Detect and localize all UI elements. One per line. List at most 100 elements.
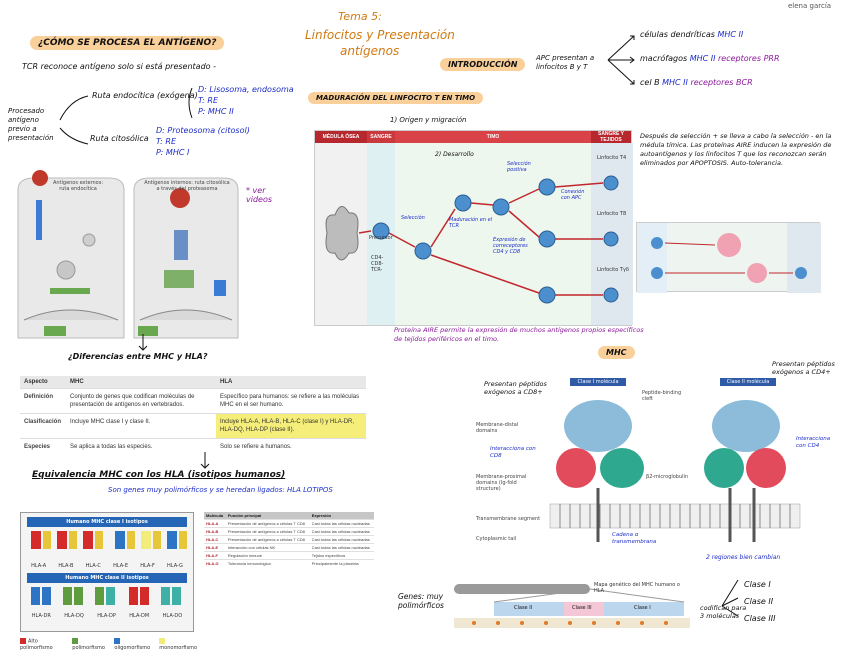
diagram-label: Linfocito T8 [597, 211, 627, 217]
mhc-note: Interacciona con CD4 [796, 436, 831, 449]
diagram-label: Linfocito T4 [597, 155, 627, 161]
class2-molecules [31, 587, 181, 605]
route-endocitica-details: D: Lisosoma, endosoma T: RE P: MHC II [198, 85, 294, 116]
apc-arrows [607, 35, 635, 85]
table-cell: Incluye HLA-A, HLA-B, HLA-C (clase I) y … [216, 413, 366, 439]
class2-header: Humano MHC clase II isotipos [27, 573, 187, 583]
mhc-note: Cadena α transmembrana [612, 532, 657, 545]
table-cell: Específico para humanos: se refiere a la… [216, 388, 366, 414]
aire-note: Proteína AIRE permite la expresión de mu… [394, 326, 644, 343]
mhc-label: Cytoplasmic tail [476, 536, 517, 542]
table-cell: Especies [20, 438, 66, 455]
apc-text: APC presentan a linfocitos B y T [536, 54, 595, 71]
antigen-processing-figure: Antígenos externos: ruta endocítica Antí… [14, 170, 242, 342]
allele-label: HLA-DR [31, 613, 51, 619]
video-note: * ver videos [246, 186, 273, 204]
allele-label: HLA-DM [129, 613, 150, 619]
gene-class-label: Clase II [514, 605, 533, 611]
mhc-class-list: Clase I Clase II Clase III [744, 576, 775, 627]
allele-label: HLA-G [167, 563, 183, 569]
polymorphism-legend: Alto polimorfismo polimorfismo oligomorf… [20, 638, 200, 651]
route-citosolica: Ruta citosólica [90, 134, 149, 143]
genes-label: Genes: muy polimórficos [398, 592, 444, 610]
allele-label: HLA-F [140, 563, 155, 569]
legend-item: polimorfismo [72, 638, 108, 651]
diagram-label: Linfocito Tγδ [597, 267, 629, 273]
diagram-label: CD4- CD8- TCR- [371, 255, 384, 273]
table-cell: Solo se refiere a humanos. [216, 438, 366, 455]
apc-item: cel B MHC II receptores BCR [640, 78, 753, 87]
mhc-label: Membrane-proximal domains (Ig-fold struc… [476, 474, 527, 492]
diagram-annotation: Expresión de correceptores CD4 y CD8 [493, 237, 528, 255]
class1-allele-labels: HLA-A HLA-B HLA-C HLA-E HLA-F HLA-G [21, 563, 193, 569]
differences-heading: ¿Diferencias entre MHC y HLA? [68, 352, 208, 361]
tcr-note: TCR reconoce antígeno solo si está prese… [22, 62, 216, 71]
table-header-cell: MHC [66, 376, 216, 389]
class-arrows [721, 579, 739, 617]
diagram-annotation: Conexión con APC [561, 189, 585, 201]
gene-class-label: Clase I [634, 605, 651, 611]
route-citosolica-details: D: Proteosoma (citosol) T: RE P: MHC I [156, 126, 250, 157]
page-subtitle: antígenos [340, 44, 400, 58]
cytosolic-cell-title: Antígenos internos: ruta citosólica a tr… [144, 180, 230, 192]
allele-label: HLA-DQ [64, 613, 84, 619]
allele-label: HLA-C [85, 563, 101, 569]
equivalence-note: Son genes muy polimórficos y se heredan … [108, 486, 333, 494]
thymus-maturation-diagram: MÉDULA ÓSEA SANGRE TIMO SANGRE Y TEJIDOS [314, 130, 633, 326]
apc-item: células dendríticas MHC II [640, 30, 744, 39]
antigen-processing-heading: ¿CÓMO SE PROCESA EL ANTÍGENO? [30, 36, 225, 50]
mhc-label: β2-microglobulin [646, 474, 689, 480]
allele-label: HLA-B [58, 563, 74, 569]
legend-item: monomorfismo [159, 638, 200, 651]
gene-class-label: Clase III [572, 605, 592, 611]
negative-selection-figure [636, 222, 821, 293]
mhc-class-item: Clase III [744, 614, 776, 623]
allele-label: HLA-A [31, 563, 47, 569]
maturation-heading: MADURACIÓN DEL LINFOCITO T EN TIMO [308, 92, 484, 104]
table-header-cell: HLA [216, 376, 366, 389]
class2-allele-labels: HLA-DR HLA-DQ HLA-DP HLA-DM HLA-DO [21, 613, 193, 619]
mhc-label: Membrane-distal domains [476, 422, 519, 434]
diagram-label: Precursor [369, 235, 393, 241]
hla-function-table: Molécula Función principal Expresión HLA… [204, 512, 374, 567]
table-cell: Incluye MHC clase I y clase II. [66, 413, 216, 439]
column-header: MÉDULA ÓSEA [315, 131, 367, 143]
page-title: Linfocitos y Presentación [305, 28, 455, 42]
mhc-label: Transmembrane segment [476, 516, 541, 522]
table-cell: Clasificación [20, 413, 66, 439]
diagram-annotation: Selección positiva [507, 161, 531, 173]
mhc-heading: MHC [598, 346, 635, 359]
column-header: SANGRE [367, 131, 395, 143]
class2-peptide-note: Presentan péptidos exógenos a CD4+ [772, 360, 835, 376]
mhc-note: Interacciona con CD8 [490, 446, 536, 459]
class2-label: Clase II molécula [726, 379, 770, 385]
mhc-class-item: Clase I [744, 580, 771, 589]
author-name: elena garcía [788, 2, 832, 10]
table-header-cell: Expresión [309, 512, 374, 520]
mhc-note: 2 regiones bien cambian [706, 554, 781, 561]
table-header-cell: Función principal [225, 512, 310, 520]
table-cell: Conjunto de genes que codifican molécula… [66, 388, 216, 414]
class1-molecules [31, 531, 187, 549]
class1-label: Clase I molécula [577, 379, 619, 385]
diagram-annotation: Selección [401, 215, 425, 221]
table-header-row: Aspecto MHC HLA [20, 376, 366, 389]
table-cell: Se aplica a todas las especies. [66, 438, 216, 455]
table-cell: Definición [20, 388, 66, 414]
step-2: 2) Desarrollo [435, 151, 474, 158]
endocytic-cell-title: Antígenos externos: ruta endocítica [52, 180, 104, 192]
mhc-structure-figure: Clase I molécula Clase II molécula Pepti… [470, 376, 840, 566]
allele-label: HLA-DO [162, 613, 183, 619]
table-header-row: Molécula Función principal Expresión [204, 512, 374, 520]
gene-map-title: Mapa genético del MHC humano o HLA [594, 582, 680, 594]
table-row: Clasificación Incluye MHC clase I y clas… [20, 413, 366, 439]
selection-note: Después de selección + se lleva a cabo l… [640, 132, 832, 167]
table-row: Definición Conjunto de genes que codific… [20, 388, 366, 414]
mhc-hla-table: Aspecto MHC HLA Definición Conjunto de g… [20, 376, 366, 455]
